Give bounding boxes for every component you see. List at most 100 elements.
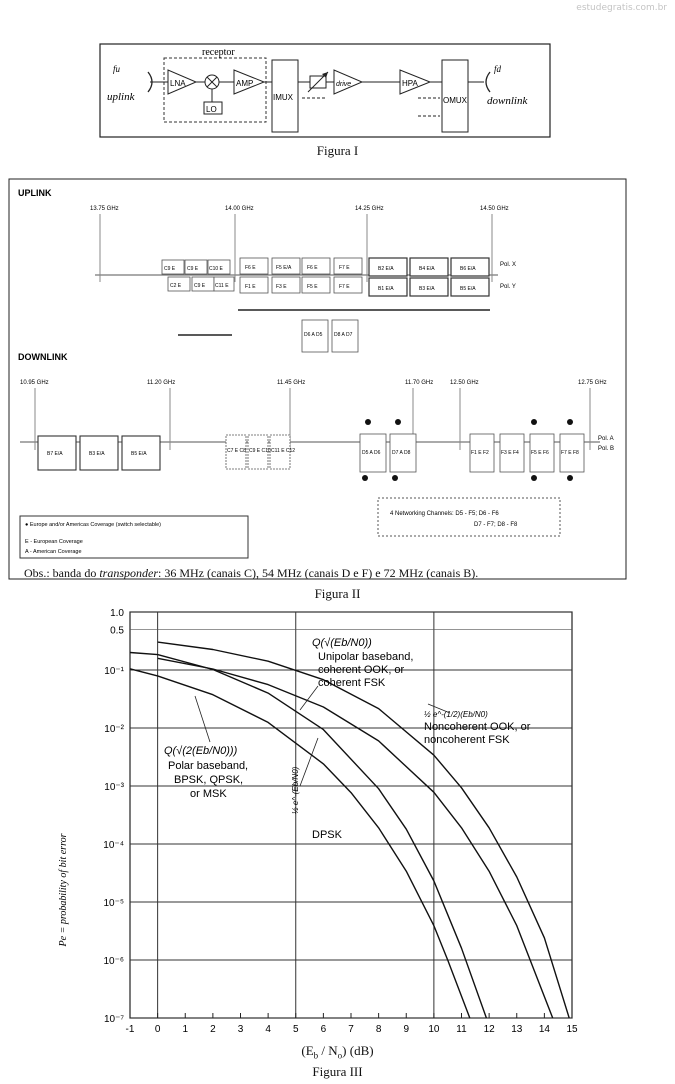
label-unipolar-1: Unipolar baseband,: [318, 651, 413, 663]
ch-c-dn-3: C11 E C12: [271, 448, 295, 454]
ch-b-dn-3: B5 E/A: [131, 451, 147, 457]
x-tick-label: 11: [456, 1024, 467, 1035]
pol-x-label: Pol. X: [500, 262, 516, 268]
ch-d-mid-1: D6 A D5: [304, 332, 323, 338]
x-axis-label: (Eb / No) (dB): [301, 1043, 374, 1061]
series-line-4: [157, 641, 570, 1019]
ch-f-dn-3: F5 E F6: [531, 450, 549, 456]
downlink-freq-6: 12.75 GHz: [578, 380, 607, 386]
ch-f-up-7: F5 E: [307, 284, 318, 290]
x-tick-label: 12: [484, 1024, 496, 1035]
legend-line-3: A - American Coverage: [25, 549, 82, 555]
downlink-freq-3: 11.45 GHz: [277, 380, 305, 386]
figure-2-caption: Figura II: [314, 586, 361, 601]
ch-d-dn-1: D5 A D6: [362, 450, 381, 456]
ch-f-up-2: F5 E/A: [276, 265, 292, 271]
ch-c-up-1: C9 E: [164, 266, 176, 272]
lna-block: LNA: [170, 79, 186, 88]
downlink-freq-5: 12.50 GHz: [450, 380, 479, 386]
ch-b-up-3: B6 E/A: [460, 266, 476, 272]
uplink-freq-2: 14.00 GHz: [225, 206, 254, 212]
lo-block: LO: [206, 105, 217, 114]
x-tick-label: 14: [539, 1024, 551, 1035]
watermark: estudegratis.com.br: [576, 3, 667, 13]
downlink-freq-2: 11.20 GHz: [147, 380, 175, 386]
label-polar-3: or MSK: [190, 788, 227, 800]
legend-line-1: ● Europe and/or Americas Coverage (switc…: [25, 522, 161, 528]
ch-c-up-4: C2 E: [170, 283, 182, 289]
downlink-freq-1: 10.95 GHz: [20, 380, 49, 386]
ch-f-dn-1: F1 E F2: [471, 450, 489, 456]
figure-2-frequency-plan: UPLINK DOWNLINK 13.75 GHz 14.00 GHz 14.2…: [8, 178, 627, 580]
uplink-freq-4: 14.50 GHz: [480, 206, 509, 212]
ch-b-up-5: B3 E/A: [419, 286, 435, 292]
ch-f-up-1: F6 E: [245, 265, 256, 271]
label-polar-formula: Q(√(2(Eb/N0))): [164, 745, 238, 757]
networking-line-1: 4 Networking Channels: D5 - F5; D6 - F6: [390, 511, 499, 517]
series-line-3: [157, 657, 554, 1019]
y-tick-label: 10⁻³: [104, 782, 124, 793]
ch-d-dn-2: D7 A D8: [392, 450, 411, 456]
x-tick-label: 15: [566, 1024, 578, 1035]
fu-label: fu: [113, 64, 121, 74]
x-tick-label: 5: [293, 1024, 299, 1035]
ch-f-dn-2: F3 E F4: [501, 450, 519, 456]
x-tick-label: 8: [376, 1024, 382, 1035]
ch-f-up-3: F6 E: [307, 265, 318, 271]
y-tick-label: 10⁻¹: [104, 666, 124, 677]
x-tick-label: 10: [428, 1024, 440, 1035]
y-tick-label: 10⁻²: [104, 724, 124, 735]
ch-f-up-8: F7 E: [339, 284, 350, 290]
networking-line-2: D7 - F7; D8 - F8: [474, 522, 518, 528]
y-tick-label: 10⁻⁵: [103, 898, 124, 909]
figure-3-caption: Figura III: [312, 1064, 363, 1079]
omux-block: OMUX: [443, 96, 468, 105]
ch-b-dn-2: B3 E/A: [89, 451, 105, 457]
uplink-label: uplink: [107, 91, 136, 103]
label-unipolar-3: coherent FSK: [318, 677, 386, 689]
ch-f-up-5: F1 E: [245, 284, 256, 290]
ch-b-up-1: B2 E/A: [378, 266, 394, 272]
ch-b-up-6: B5 E/A: [460, 286, 476, 292]
hpa-block: HPA: [402, 79, 419, 88]
ch-f-dn-4: F7 E F8: [561, 450, 579, 456]
figure-1-caption: Figura I: [316, 143, 359, 158]
ch-c-up-3: C10 E: [209, 266, 224, 272]
y-tick-label: 0.5: [110, 625, 124, 636]
label-polar-1: Polar baseband,: [168, 760, 248, 772]
x-tick-label: -1: [126, 1024, 135, 1035]
label-polar-2: BPSK, QPSK,: [174, 774, 243, 786]
x-tick-label: 6: [321, 1024, 327, 1035]
ch-f-up-6: F3 E: [276, 284, 287, 290]
ch-c-up-2: C9 E: [187, 266, 199, 272]
y-tick-label: 1.0: [110, 608, 124, 619]
ch-c-up-5: C9 E: [194, 283, 206, 289]
y-tick-label: 10⁻⁴: [103, 840, 124, 851]
ch-b-dn-1: B7 E/A: [47, 451, 63, 457]
figure-2-note: Obs.: banda do transponder: 36 MHz (cana…: [24, 566, 479, 580]
label-noncoherent-1: Noncoherent OOK, or: [424, 721, 531, 733]
x-tick-label: 2: [210, 1024, 216, 1035]
ch-f-up-4: F7 E: [339, 265, 350, 271]
label-dpsk: DPSK: [312, 829, 343, 841]
downlink-freq-4: 11.70 GHz: [405, 380, 433, 386]
drive-block: drive: [336, 81, 351, 88]
label-noncoherent-2: noncoherent FSK: [424, 734, 510, 746]
label-dpsk-formula: ½ e^-(Eb/N0): [291, 766, 300, 814]
x-tick-label: 13: [511, 1024, 523, 1035]
legend-line-2: E - European Coverage: [25, 539, 83, 545]
amp-block: AMP: [236, 79, 253, 88]
ch-d-mid-2: D8 A D7: [334, 332, 353, 338]
label-unipolar-formula: Q(√(Eb/N0)): [312, 637, 372, 649]
figure-1-block-diagram: receptor fu uplink LNA LO AMP IMUX drive…: [99, 43, 551, 138]
x-tick-label: 0: [155, 1024, 161, 1035]
ch-c-dn-2: C9 E C10: [249, 448, 271, 454]
downlink-title: DOWNLINK: [18, 352, 68, 362]
label-noncoherent-formula: ½ e^-(1/2)(Eb/N0): [424, 710, 488, 719]
label-unipolar-2: coherent OOK, or: [318, 664, 405, 676]
ch-b-up-2: B4 E/A: [419, 266, 435, 272]
receptor-label: receptor: [202, 47, 235, 58]
x-tick-label: 4: [265, 1024, 271, 1035]
ch-c-dn-1: C7 E C8: [227, 448, 246, 454]
series-line-2: [129, 651, 488, 1019]
